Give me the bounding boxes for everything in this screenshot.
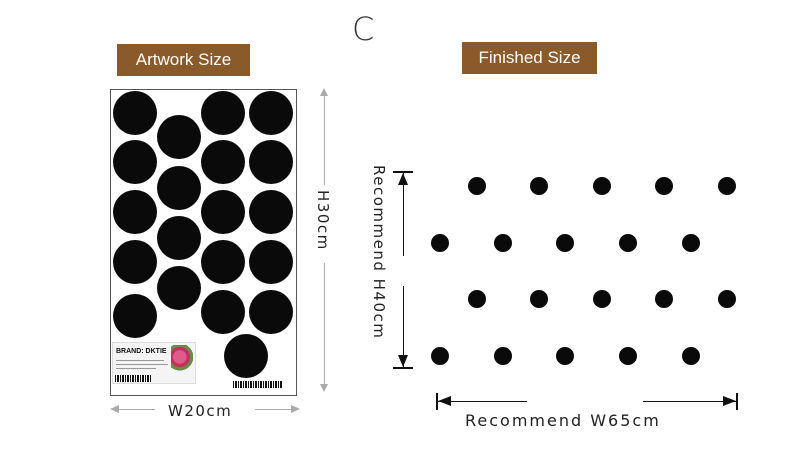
wall-dot	[468, 290, 486, 308]
width-tick-left	[436, 393, 438, 410]
brand-label-card: BRAND: DKTIE	[112, 342, 196, 384]
wall-dot	[556, 234, 574, 252]
brand-text: BRAND: DKTIE	[116, 348, 167, 355]
sticker-dot	[201, 91, 245, 135]
wall-dot	[468, 177, 486, 195]
width-gap	[155, 400, 255, 420]
arrow-right-icon	[723, 396, 736, 406]
wall-dot	[494, 347, 512, 365]
wall-dot	[619, 234, 637, 252]
sticker-dot	[157, 266, 201, 310]
wall-dot	[431, 347, 449, 365]
finished-height-label: Recommend H40cm	[370, 165, 388, 340]
sticker-dot	[249, 190, 293, 234]
wall-dot	[494, 234, 512, 252]
wall-dot	[593, 290, 611, 308]
sticker-dot	[113, 91, 157, 135]
sticker-dot	[157, 216, 201, 260]
sticker-dot	[201, 140, 245, 184]
sticker-dot	[249, 240, 293, 284]
arrow-right-icon	[291, 405, 300, 413]
artwork-size-tag: Artwork Size	[117, 44, 250, 76]
sticker-dot	[201, 290, 245, 334]
barcode-icon	[115, 375, 151, 382]
wall-dot	[682, 234, 700, 252]
sticker-dot	[113, 240, 157, 284]
arrow-left-icon	[438, 396, 451, 406]
arrow-up-icon	[320, 88, 328, 96]
sticker-dot	[113, 190, 157, 234]
flower-logo-image	[171, 345, 193, 375]
finished-width-line-right	[643, 401, 737, 402]
fine-print-line	[116, 364, 168, 365]
wall-dot	[530, 290, 548, 308]
barcode-icon	[233, 381, 283, 388]
arrow-up-icon	[398, 173, 408, 185]
artwork-height-label: H30cm	[314, 190, 332, 251]
wall-dot	[556, 347, 574, 365]
wall-dot	[718, 290, 736, 308]
variant-letter: C	[352, 10, 375, 48]
width-tick-right	[736, 393, 738, 410]
artwork-sheet: BRAND: DKTIE	[110, 89, 297, 396]
sticker-dot	[113, 294, 157, 338]
sticker-dot	[249, 140, 293, 184]
height-tick-bottom	[393, 367, 413, 369]
sticker-dot	[157, 115, 201, 159]
fine-print-line	[116, 368, 156, 369]
wall-dot	[619, 347, 637, 365]
wall-dot	[655, 177, 673, 195]
wall-dot	[431, 234, 449, 252]
artwork-width-label: W20cm	[168, 402, 233, 420]
height-gap	[314, 185, 336, 263]
wall-dot	[655, 290, 673, 308]
arrow-down-icon	[398, 355, 408, 367]
arrow-left-icon	[110, 405, 119, 413]
finished-width-label: Recommend W65cm	[465, 411, 661, 430]
wall-dot	[718, 177, 736, 195]
wall-dot	[682, 347, 700, 365]
wall-dot	[593, 177, 611, 195]
finished-width-line-left	[437, 401, 527, 402]
sticker-dot	[249, 290, 293, 334]
arrow-down-icon	[320, 384, 328, 392]
sticker-dot	[224, 334, 268, 378]
sticker-dot	[113, 140, 157, 184]
sticker-dot	[249, 91, 293, 135]
height-gap	[396, 256, 410, 286]
height-tick-top	[393, 171, 413, 173]
fine-print-line	[116, 360, 164, 361]
wall-dot	[530, 177, 548, 195]
sticker-dot	[201, 240, 245, 284]
sticker-dot	[201, 190, 245, 234]
sticker-dot	[157, 166, 201, 210]
finished-size-tag: Finished Size	[462, 42, 597, 74]
